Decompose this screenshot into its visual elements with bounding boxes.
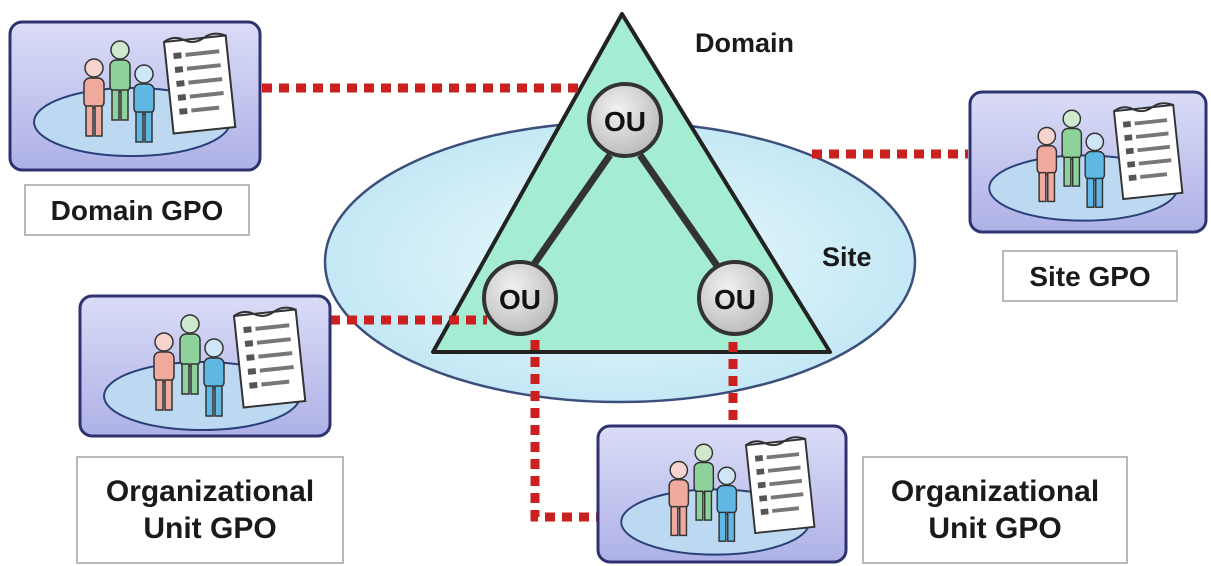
ou-connector [637, 153, 723, 272]
ou-gpo-text-line2: Unit GPO [143, 512, 277, 545]
ou-node-label: OU [499, 284, 541, 315]
ou-gpo-text-line2: Unit GPO [928, 512, 1062, 545]
ou-connector [527, 153, 613, 272]
ou-node: OU [587, 82, 663, 158]
site-gpo-card [968, 90, 1208, 234]
ou-node-label: OU [714, 284, 756, 315]
ou-gpo-card-left [78, 294, 332, 438]
ou-node-label: OU [604, 106, 646, 137]
ou-gpo-label-left: Organizational Unit GPO [76, 456, 344, 564]
site-gpo-text: Site GPO [1029, 260, 1151, 292]
site-gpo-label: Site GPO [1002, 250, 1178, 302]
ou-node: OU [697, 260, 773, 336]
ou-gpo-text-line1: Organizational [890, 474, 1100, 508]
gpo-links [262, 83, 968, 522]
domain-label: Domain [695, 28, 795, 58]
link-ou-left-to-card [530, 340, 600, 522]
domain-gpo-text: Domain GPO [50, 194, 224, 226]
site-label: Site [822, 242, 872, 272]
ou-gpo-card-right [596, 424, 848, 564]
domain-gpo-label: Domain GPO [24, 184, 250, 236]
ou-gpo-text-line1: Organizational [105, 474, 315, 508]
ou-gpo-label-right: Organizational Unit GPO [862, 456, 1128, 564]
domain-gpo-card [8, 20, 262, 172]
ou-node: OU [482, 260, 558, 336]
